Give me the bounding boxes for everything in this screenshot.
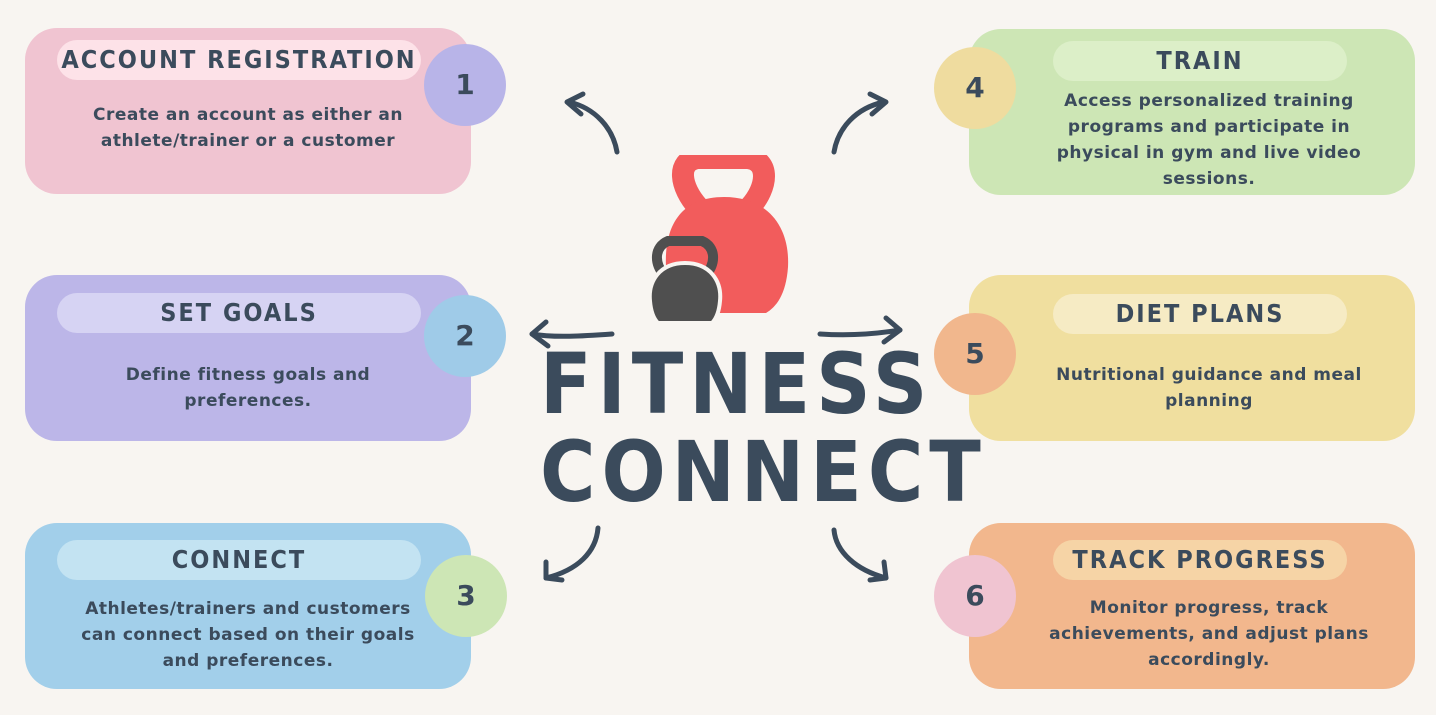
step-card-1: ACCOUNT REGISTRATION Create an account a…: [25, 28, 471, 194]
step-card-3: CONNECT Athletes/trainers and customers …: [25, 523, 471, 689]
step-number-badge: 6: [934, 555, 1016, 637]
step-number-badge: 2: [424, 295, 506, 377]
step-description: Create an account as either an athlete/t…: [93, 105, 403, 151]
step-title: TRAIN: [1053, 41, 1347, 81]
step-number-badge: 5: [934, 313, 1016, 395]
step-description: Access personalized training programs an…: [1056, 91, 1362, 189]
arrow-to-step-6-icon: [831, 527, 889, 583]
brand-title-line2: CONNECT: [540, 423, 987, 521]
step-title: TRACK PROGRESS: [1053, 540, 1347, 580]
step-number-badge: 1: [424, 44, 506, 126]
brand-title-line1: FITNESS: [540, 335, 934, 433]
step-card-4: TRAIN Access personalized training progr…: [969, 29, 1415, 195]
kettlebells-icon: [648, 155, 789, 325]
small-kettlebell-icon: [648, 236, 723, 325]
arrow-to-step-2-icon: [529, 319, 615, 349]
step-number-badge: 4: [934, 47, 1016, 129]
step-title: CONNECT: [57, 540, 421, 580]
step-card-5: DIET PLANS Nutritional guidance and meal…: [969, 275, 1415, 441]
step-card-6: TRACK PROGRESS Monitor progress, track a…: [969, 523, 1415, 689]
step-title: ACCOUNT REGISTRATION: [57, 40, 421, 80]
arrow-to-step-3-icon: [543, 525, 601, 583]
arrow-to-step-1-icon: [564, 91, 620, 155]
step-card-2: SET GOALS Define fitness goals and prefe…: [25, 275, 471, 441]
step-description: Athletes/trainers and customers can conn…: [81, 599, 415, 671]
step-title: DIET PLANS: [1053, 294, 1347, 334]
step-number-badge: 3: [425, 555, 507, 637]
arrow-to-step-5-icon: [817, 315, 903, 345]
brand-title: FITNESS CONNECT: [540, 335, 987, 521]
step-description: Define fitness goals and preferences.: [125, 365, 371, 411]
arrow-to-step-4-icon: [831, 91, 889, 155]
step-description: Monitor progress, track achievements, an…: [1049, 598, 1369, 670]
step-title: SET GOALS: [57, 293, 421, 333]
step-description: Nutritional guidance and meal planning: [1056, 365, 1362, 411]
